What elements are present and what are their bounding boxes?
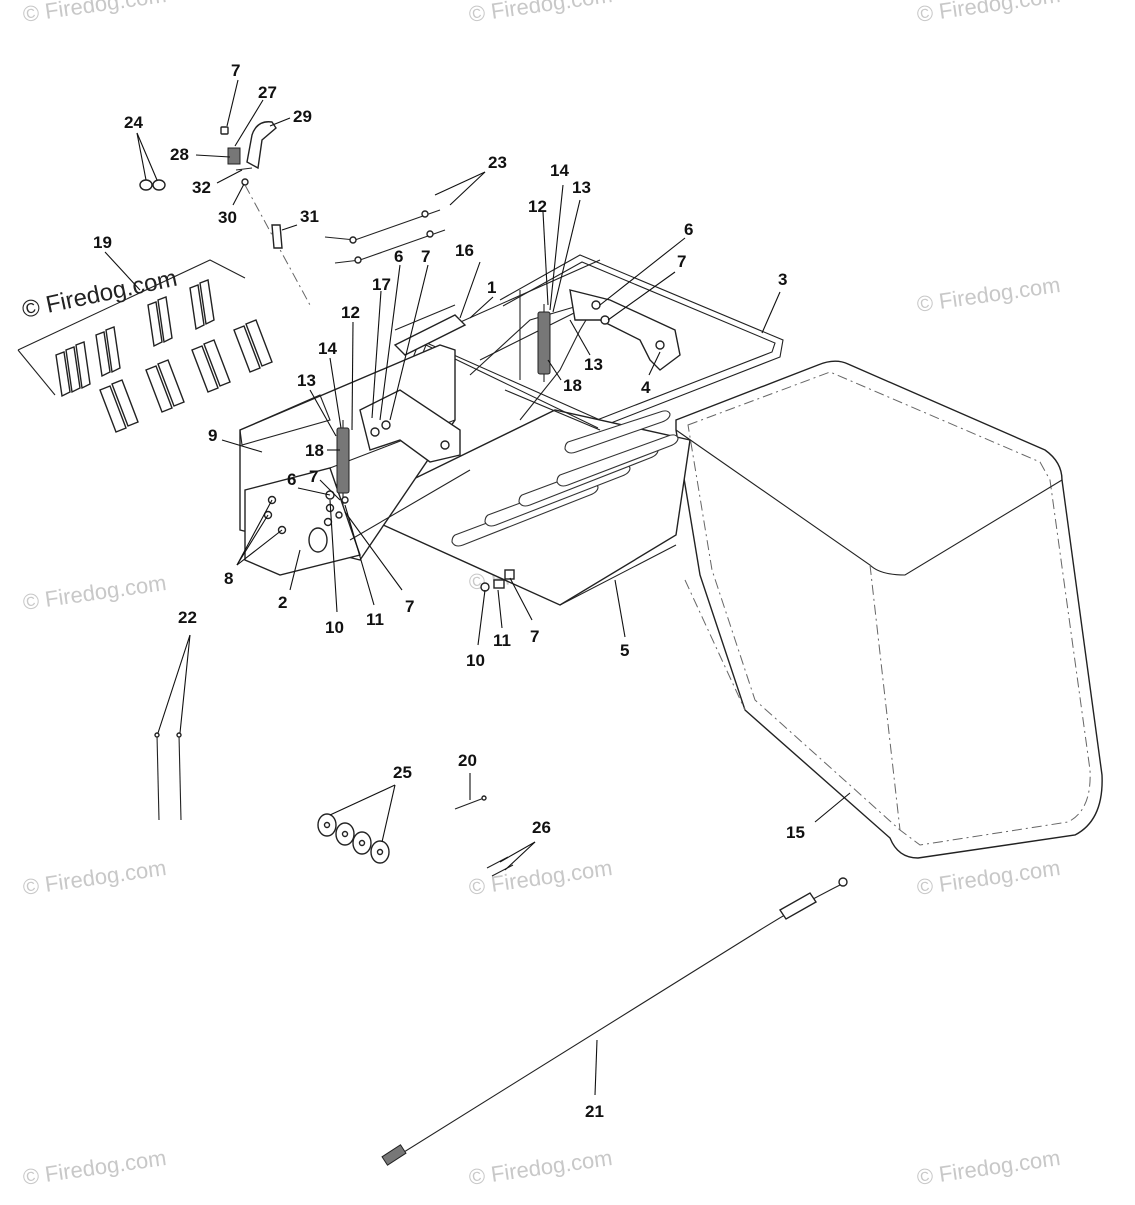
callout-27: 27 — [258, 83, 277, 102]
callout-22: 22 — [178, 608, 197, 627]
washers — [317, 813, 390, 864]
deflector-blade-kit — [17, 259, 273, 433]
callout-13: 13 — [572, 178, 591, 197]
callout-19: 19 — [93, 233, 112, 252]
blade-group — [233, 319, 273, 373]
spring-left — [336, 427, 350, 494]
pins — [454, 795, 514, 877]
callout-7: 7 — [530, 627, 539, 646]
callout-7: 7 — [421, 247, 430, 266]
callout-8: 8 — [224, 569, 233, 588]
callout-28: 28 — [170, 145, 189, 164]
callout-30: 30 — [218, 208, 237, 227]
watermark: © Firedog.com — [21, 855, 168, 900]
rings — [139, 179, 166, 191]
callout-1: 1 — [487, 278, 496, 297]
callout-10: 10 — [325, 618, 344, 637]
pivot-brackets — [359, 289, 681, 463]
watermark: © Firedog.com — [915, 855, 1062, 900]
watermark: © Firedog.com — [467, 1145, 614, 1190]
small-cables — [324, 209, 446, 264]
callout-26: 26 — [532, 818, 551, 837]
callout-18: 18 — [563, 376, 582, 395]
blade-group — [145, 359, 185, 413]
support-rods — [154, 732, 182, 821]
watermark: © Firedog.com — [915, 1145, 1062, 1190]
blade-group — [99, 379, 139, 433]
callout-18: 18 — [305, 441, 324, 460]
left-hardware — [325, 490, 515, 592]
springs — [336, 304, 551, 505]
watermark: © Firedog.com — [21, 0, 168, 27]
floor-platform — [348, 409, 691, 606]
callout-2: 2 — [278, 593, 287, 612]
callout-13: 13 — [584, 355, 603, 374]
leader-lines — [104, 79, 851, 1096]
callout-29: 29 — [293, 107, 312, 126]
watermark: © Firedog.com — [467, 0, 614, 27]
callout-31: 31 — [300, 207, 319, 226]
callout-9: 9 — [208, 426, 217, 445]
blade-group — [191, 339, 231, 393]
callout-32: 32 — [192, 178, 211, 197]
callout-7: 7 — [309, 467, 318, 486]
callout-6: 6 — [394, 247, 403, 266]
callout-7: 7 — [677, 252, 686, 271]
rod — [393, 304, 467, 356]
blade-group — [55, 341, 91, 398]
watermark: © Firedog.com — [21, 570, 168, 615]
callout-14: 14 — [318, 339, 337, 358]
grass-bag — [675, 360, 1103, 859]
callout-17: 17 — [372, 275, 391, 294]
watermark: © Firedog.com — [915, 0, 1062, 27]
callout-11: 11 — [366, 610, 384, 629]
watermark: © Firedog.com — [21, 1145, 168, 1190]
callout-12: 12 — [528, 197, 547, 216]
callout-23: 23 — [488, 153, 507, 172]
callout-14: 14 — [550, 161, 569, 180]
callout-24: 24 — [124, 113, 143, 132]
callout-7: 7 — [405, 597, 414, 616]
callout-7: 7 — [231, 61, 240, 80]
callout-10: 10 — [466, 651, 485, 670]
blade-group — [95, 326, 121, 378]
callouts: 7 27 29 28 32 30 31 24 19 23 16 1 17 6 7… — [93, 61, 805, 1121]
blade-group — [189, 279, 215, 331]
control-cable — [381, 877, 848, 1166]
callout-25: 25 — [393, 763, 412, 782]
callout-16: 16 — [455, 241, 474, 260]
callout-3: 3 — [778, 270, 787, 289]
callout-12: 12 — [341, 303, 360, 322]
callout-21: 21 — [585, 1102, 604, 1121]
callout-11: 11 — [493, 631, 511, 650]
callout-20: 20 — [458, 751, 477, 770]
spring-right — [537, 311, 551, 375]
callout-15: 15 — [786, 823, 805, 842]
callout-6: 6 — [287, 470, 296, 489]
watermark: © Firedog.com — [915, 272, 1062, 317]
callout-6: 6 — [684, 220, 693, 239]
watermark: © Firedog.com — [467, 855, 614, 900]
callout-4: 4 — [641, 378, 651, 397]
callout-13: 13 — [297, 371, 316, 390]
latch-assembly — [220, 121, 311, 306]
blade-group — [147, 296, 173, 348]
callout-5: 5 — [620, 641, 629, 660]
